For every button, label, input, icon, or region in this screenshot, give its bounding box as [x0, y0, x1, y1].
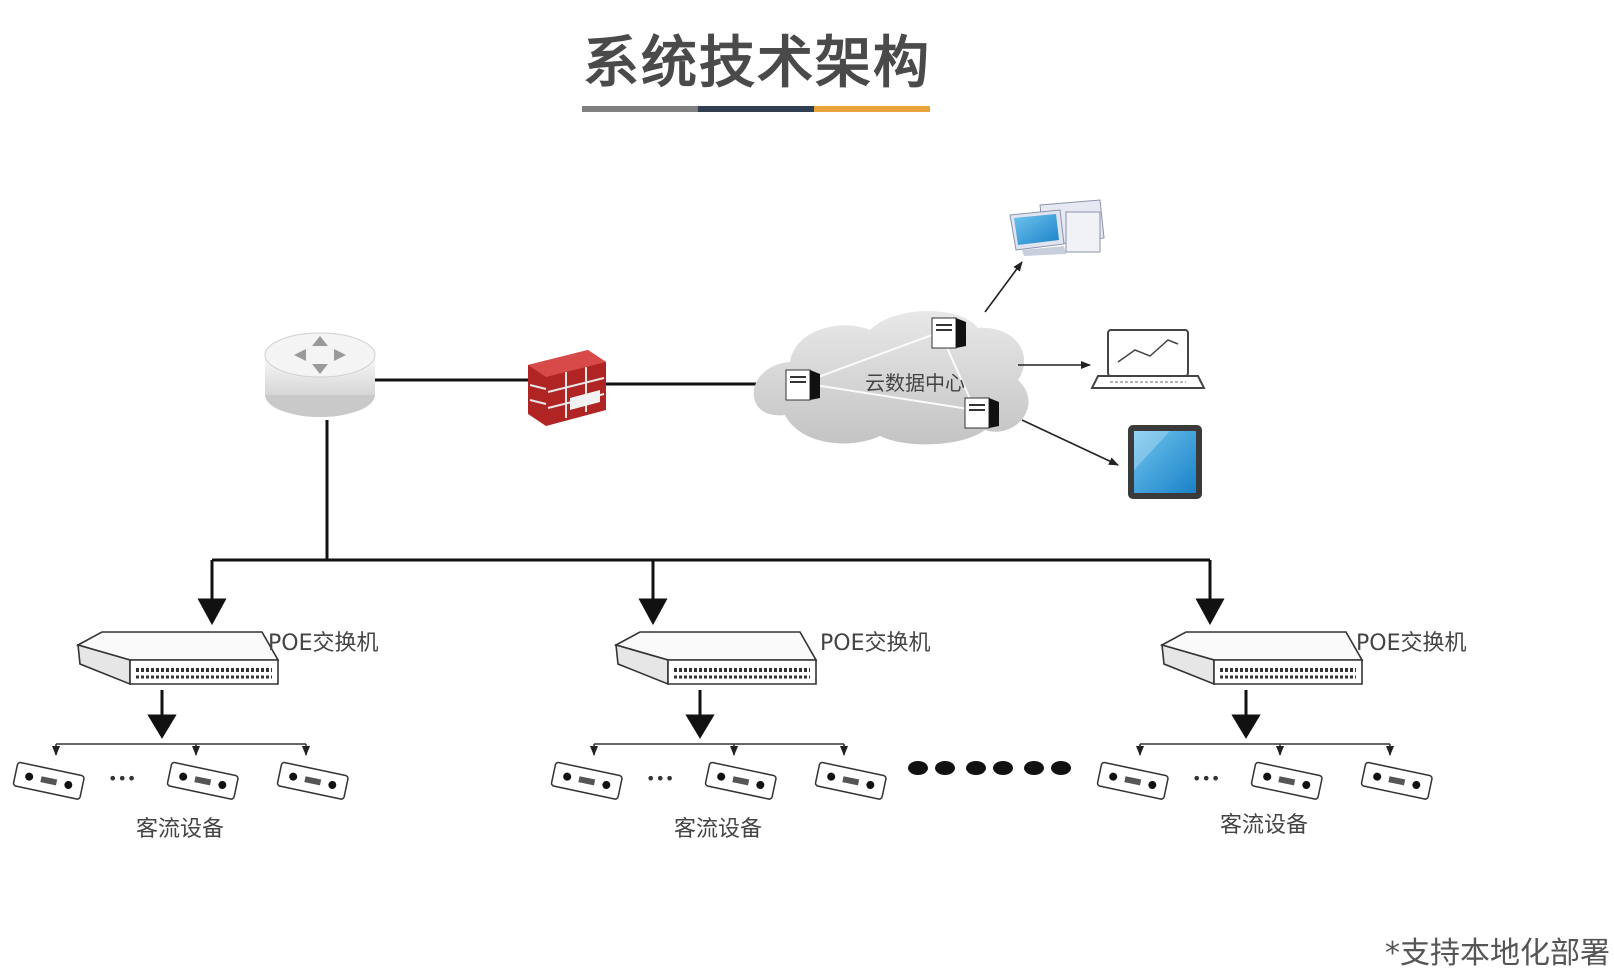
- people-counter-device-icon: [1096, 761, 1169, 800]
- people-counter-device-icon: [12, 761, 85, 800]
- device-group-label: 客流设备: [136, 817, 224, 842]
- server-icon: [964, 397, 999, 429]
- title-underline: [582, 106, 930, 112]
- poe-switch-icon: [75, 631, 280, 686]
- switch-group-3: POE交换机 ••• 客流设备: [1096, 631, 1466, 838]
- more-groups-ellipsis: [908, 761, 1071, 775]
- people-counter-device-icon: [276, 761, 349, 800]
- people-counter-device-icon: [814, 761, 887, 800]
- device-ellipsis: •••: [1192, 769, 1220, 788]
- router-icon: [264, 332, 376, 417]
- server-icon: [785, 369, 820, 401]
- tablet-icon: [1128, 425, 1202, 499]
- switch-label: POE交换机: [1356, 631, 1466, 656]
- device-group-label: 客流设备: [1220, 813, 1308, 838]
- footnote: *支持本地化部署: [1385, 936, 1610, 971]
- bus-drop-arrows: [197, 560, 1225, 626]
- underline-segment-orange: [814, 106, 930, 112]
- switch-label: POE交换机: [268, 631, 378, 656]
- underline-segment-gray: [582, 106, 698, 112]
- people-counter-device-icon: [704, 761, 777, 800]
- people-counter-device-icon: [1250, 761, 1323, 800]
- cloud-icon: 云数据中心: [753, 310, 1029, 445]
- switch-group-1: POE交换机 ••• 客流设备: [12, 631, 378, 842]
- desktop-computer-icon: [1009, 199, 1105, 256]
- firewall-icon: [528, 350, 606, 426]
- device-ellipsis: •••: [108, 769, 136, 788]
- server-icon: [931, 317, 966, 349]
- people-counter-device-icon: [1360, 761, 1433, 800]
- client-arrows: [984, 261, 1119, 466]
- device-group-label: 客流设备: [674, 817, 762, 842]
- switch-label: POE交换机: [820, 631, 930, 656]
- connection-lines: [212, 378, 1210, 562]
- poe-switch-icon: [613, 631, 818, 686]
- underline-segment-navy: [698, 106, 814, 112]
- poe-switch-icon: [1159, 631, 1364, 686]
- page-title: 系统技术架构: [583, 31, 931, 96]
- people-counter-device-icon: [166, 761, 239, 800]
- laptop-icon: [1090, 329, 1206, 389]
- switch-group-2: POE交换机 ••• 客流设备: [550, 631, 930, 842]
- device-ellipsis: •••: [646, 769, 674, 788]
- people-counter-device-icon: [550, 761, 623, 800]
- cloud-label: 云数据中心: [865, 371, 965, 395]
